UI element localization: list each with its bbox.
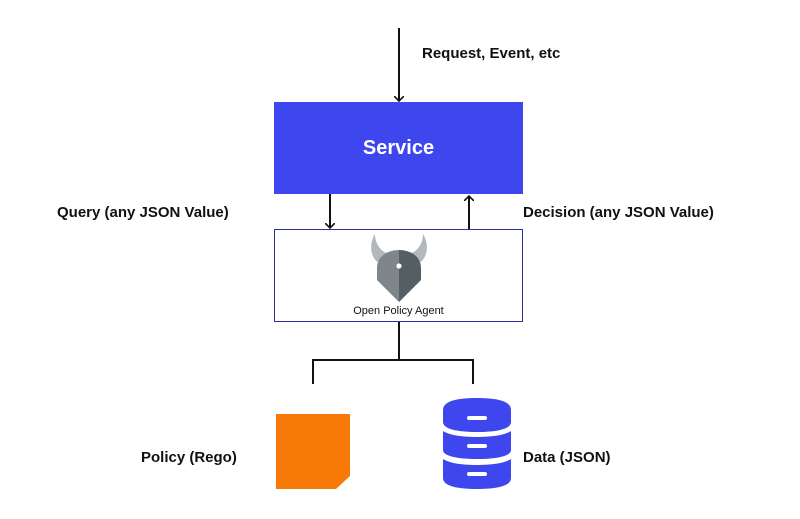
request-label: Request, Event, etc bbox=[422, 45, 561, 62]
opa-label: Open Policy Agent bbox=[353, 305, 444, 317]
database-icon bbox=[443, 398, 511, 489]
decision-label: Decision (any JSON Value) bbox=[523, 204, 714, 221]
service-label: Service bbox=[362, 136, 435, 159]
tree-connector bbox=[312, 321, 474, 384]
opa-box: Open Policy Agent bbox=[274, 229, 523, 322]
query-label: Query (any JSON Value) bbox=[57, 204, 229, 221]
opa-viking-helmet-icon bbox=[371, 234, 427, 302]
service-box: Service bbox=[274, 102, 523, 194]
policy-label: Policy (Rego) bbox=[141, 449, 237, 466]
data-label: Data (JSON) bbox=[523, 449, 611, 466]
policy-document-icon bbox=[276, 414, 350, 489]
